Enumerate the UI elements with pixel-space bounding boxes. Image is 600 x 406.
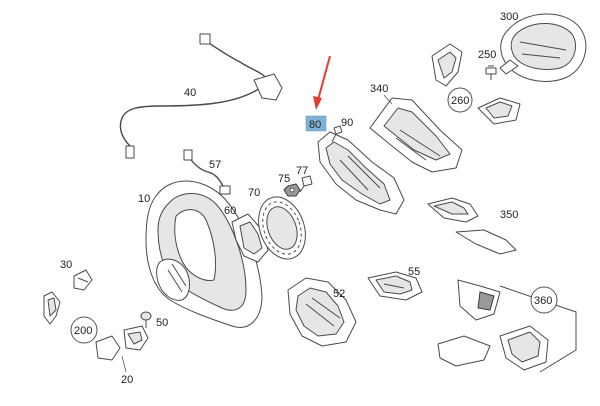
label-360: 360 — [534, 295, 552, 307]
part-77-screw — [299, 175, 313, 193]
part-80-shroud-panel — [317, 131, 405, 215]
part-350-paddle-trim — [427, 197, 517, 255]
part-52-lower-shroud — [287, 277, 357, 347]
part-260-switch-cluster — [431, 43, 521, 125]
label-300: 300 — [500, 11, 518, 23]
part-340-spoke-cover — [369, 97, 463, 173]
label-52: 52 — [333, 288, 345, 300]
part-57-connector-lead — [183, 149, 231, 195]
label-20: 20 — [121, 374, 133, 386]
part-360-paddle-set — [437, 279, 577, 373]
label-75: 75 — [278, 173, 290, 185]
label-360-circle — [530, 286, 558, 314]
label-40: 40 — [184, 87, 196, 99]
red-arrow-icon — [313, 55, 331, 110]
label-70: 70 — [248, 187, 260, 199]
label-60: 60 — [224, 205, 236, 217]
part-70-ring — [258, 196, 306, 260]
label-260: 260 — [451, 95, 469, 107]
label-80-highlight — [305, 115, 327, 132]
label-250: 250 — [478, 49, 496, 61]
label-80: 80 — [309, 119, 321, 131]
part-200-paddle-lever — [43, 291, 61, 325]
label-350: 350 — [500, 209, 518, 221]
label-90: 90 — [341, 117, 353, 129]
part-90-screw — [331, 125, 343, 143]
part-20-bracket — [95, 325, 149, 361]
label-77: 77 — [296, 165, 308, 177]
part-10-steering-wheel — [145, 180, 263, 328]
part-60-bracket — [231, 213, 269, 263]
label-200-circle — [70, 316, 98, 344]
label-260-circle — [447, 87, 473, 113]
part-250-screw — [485, 65, 497, 80]
part-40-cable-harness — [119, 33, 283, 159]
label-50: 50 — [156, 317, 168, 329]
label-200: 200 — [74, 325, 92, 337]
part-30-clip — [73, 269, 93, 291]
label-55: 55 — [408, 266, 420, 278]
label-30: 30 — [60, 259, 72, 271]
label-57: 57 — [209, 159, 221, 171]
label-10: 10 — [138, 193, 150, 205]
part-55-lower-trim — [367, 271, 423, 301]
part-75-nut — [283, 183, 301, 197]
part-50-screw — [140, 311, 152, 328]
label-340: 340 — [370, 83, 388, 95]
part-300-airbag-module — [499, 13, 587, 82]
